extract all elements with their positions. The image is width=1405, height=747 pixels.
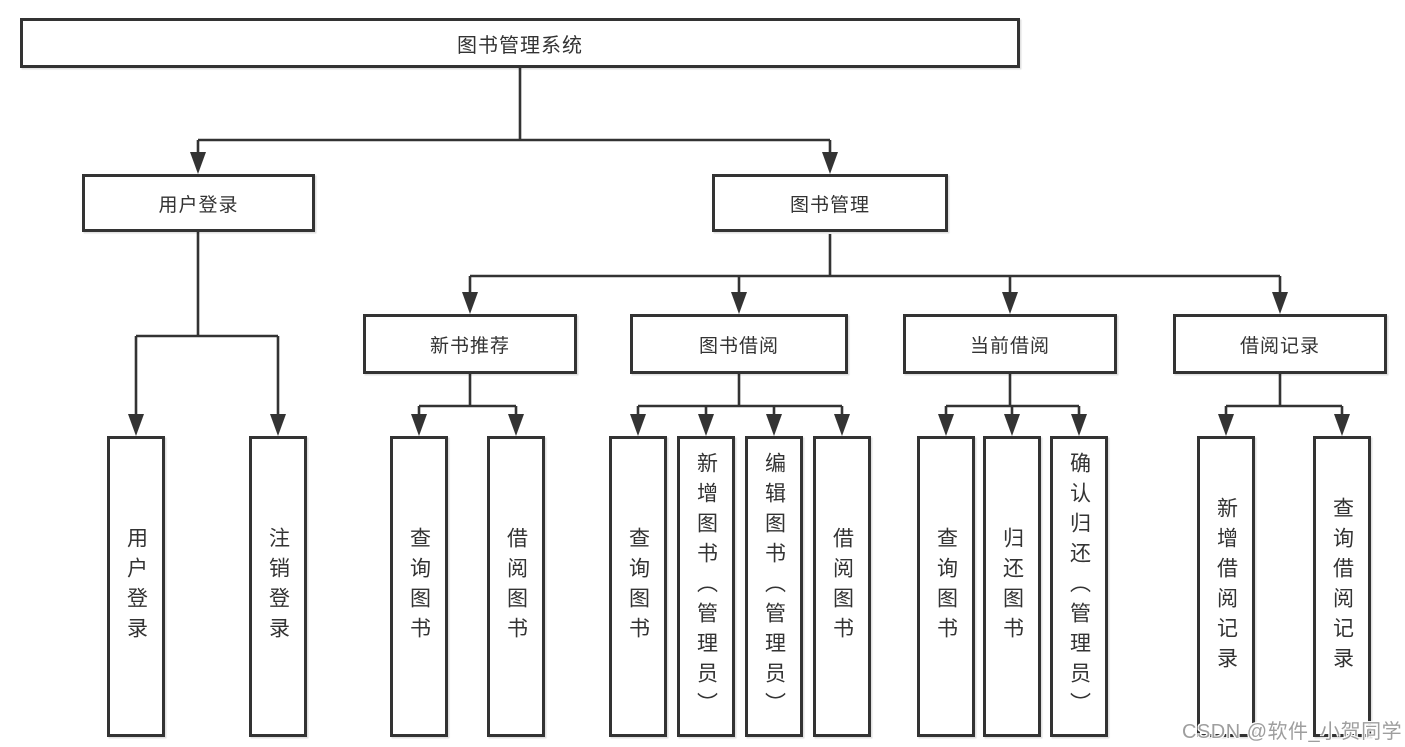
node-label: 借阅记录 xyxy=(1239,335,1320,357)
node-label: 查询图书 xyxy=(626,526,650,647)
arrowhead xyxy=(508,414,524,436)
node-label: 查询图书 xyxy=(407,526,431,647)
branch-connector xyxy=(938,374,1087,436)
arrowhead xyxy=(1218,414,1234,436)
branch-connector xyxy=(630,374,850,436)
node-cur-return-book: 归还图书 xyxy=(983,436,1041,737)
node-cur-query-book: 查询图书 xyxy=(917,436,975,737)
node-label: 确认归还（管理员） xyxy=(1067,451,1091,722)
node-label: 新增借阅记录 xyxy=(1214,496,1238,677)
node-rb-query-record: 查询借阅记录 xyxy=(1313,436,1371,737)
node-rec-query-book: 查询图书 xyxy=(390,436,448,737)
node-user-login: 用户登录 xyxy=(107,436,165,737)
node-bor-add-book-admin: 新增图书（管理员） xyxy=(677,436,735,737)
node-label: 图书借阅 xyxy=(698,335,779,357)
node-rec-borrow-book: 借阅图书 xyxy=(487,436,545,737)
arrowhead xyxy=(834,414,850,436)
arrowhead xyxy=(411,414,427,436)
arrowhead xyxy=(270,414,286,436)
arrowhead xyxy=(938,414,954,436)
branch-connector xyxy=(462,234,1288,314)
node-label: 图书管理 xyxy=(789,194,870,216)
node-label: 归还图书 xyxy=(1000,526,1024,647)
node-book-borrow: 图书借阅 xyxy=(630,314,848,374)
node-bor-query-book: 查询图书 xyxy=(609,436,667,737)
node-label: 新增图书（管理员） xyxy=(694,451,718,722)
node-rb-add-record: 新增借阅记录 xyxy=(1197,436,1255,737)
node-logout: 注销登录 xyxy=(249,436,307,737)
node-label: 编辑图书（管理员） xyxy=(762,451,786,722)
node-label: 图书管理系统 xyxy=(457,34,583,57)
arrowhead xyxy=(190,152,206,174)
node-label: 注销登录 xyxy=(266,526,290,647)
node-book-management: 图书管理 xyxy=(712,174,948,232)
branch-connector xyxy=(128,232,286,436)
arrowhead xyxy=(630,414,646,436)
node-new-book-recommend: 新书推荐 xyxy=(363,314,577,374)
arrowhead xyxy=(462,292,478,314)
branch-connector xyxy=(411,374,524,436)
node-borrow-records: 借阅记录 xyxy=(1173,314,1387,374)
node-user-login-group: 用户登录 xyxy=(82,174,315,232)
arrowhead xyxy=(1004,414,1020,436)
arrowhead xyxy=(766,414,782,436)
node-label: 新书推荐 xyxy=(429,335,510,357)
arrowhead xyxy=(731,292,747,314)
node-label: 用户登录 xyxy=(124,526,148,647)
arrowhead xyxy=(822,152,838,174)
node-library-system: 图书管理系统 xyxy=(20,18,1020,68)
node-label: 用户登录 xyxy=(158,194,239,216)
csdn-watermark: CSDN @软件_小贺同学 xyxy=(1182,721,1403,743)
branch-connector xyxy=(1218,374,1350,436)
arrowhead xyxy=(698,414,714,436)
node-current-borrow: 当前借阅 xyxy=(903,314,1117,374)
arrowhead xyxy=(1334,414,1350,436)
arrowhead xyxy=(1272,292,1288,314)
arrowhead xyxy=(1071,414,1087,436)
node-label: 借阅图书 xyxy=(830,526,854,647)
node-label: 查询借阅记录 xyxy=(1330,496,1354,677)
arrowhead xyxy=(1002,292,1018,314)
node-bor-borrow-book: 借阅图书 xyxy=(813,436,871,737)
node-bor-edit-book-admin: 编辑图书（管理员） xyxy=(745,436,803,737)
arrowhead xyxy=(128,414,144,436)
node-label: 当前借阅 xyxy=(969,335,1050,357)
node-label: 查询图书 xyxy=(934,526,958,647)
node-label: 借阅图书 xyxy=(504,526,528,647)
node-cur-confirm-return-admin: 确认归还（管理员） xyxy=(1050,436,1108,737)
branch-connector xyxy=(190,68,838,174)
